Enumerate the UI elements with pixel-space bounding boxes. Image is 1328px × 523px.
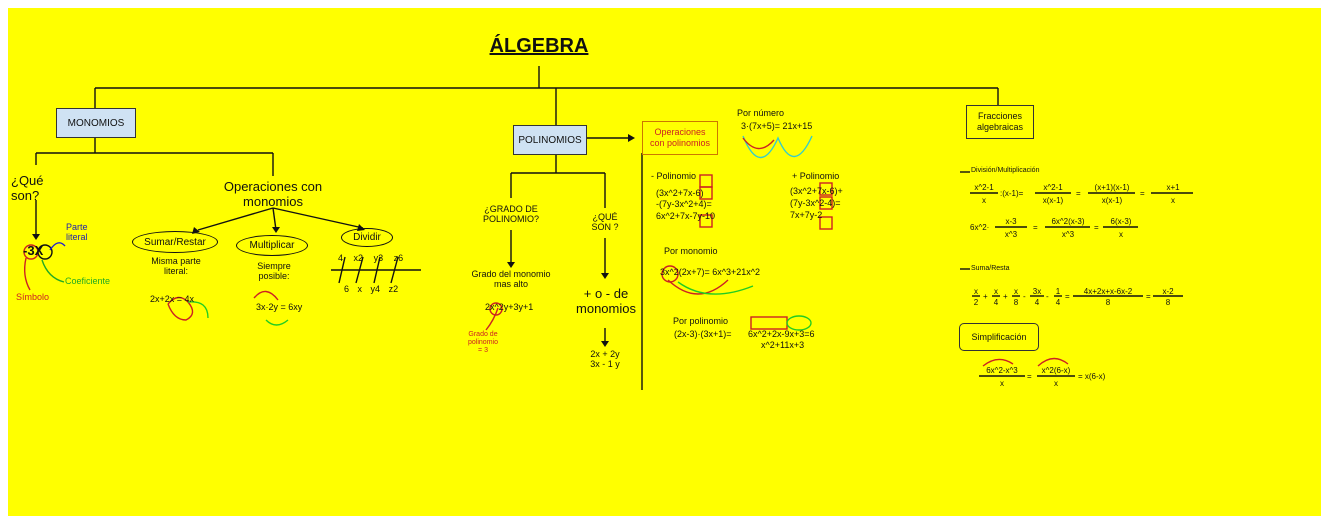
menos-polinomio-label: - Polinomio [651,171,697,181]
dividir-numerators: 4 x2 y3 z6 [338,253,404,263]
frac-s2-n: x [994,287,998,296]
frac-d1-d2: x(x-1) [1042,196,1064,205]
sumar-example: 2x+2x = 4x [150,294,195,304]
frac-d1-n2: x^2-1 [1043,183,1063,192]
frac-s-op: - [1046,292,1049,301]
simplificacion-box: Simplificación [959,323,1039,351]
polinomios-box: POLINOMIOS [513,125,587,155]
frac-d2-n2: 6x^2(x-3) [1051,217,1085,226]
suma-title: Suma/Resta [971,265,1010,272]
coeficiente-label: Coeficiente [65,276,111,286]
simbolo-label: Símbolo [16,292,50,302]
frac-eq: = [1146,292,1151,301]
frac-s1-n: x [974,287,978,296]
frac-s4-d: 4 [1034,298,1040,307]
frac-eq: = [1027,372,1032,381]
frac-d1-mid: :(x-1)= [1000,189,1024,198]
frac-s5-n: 1 [1055,287,1061,296]
frac-d2-d3: x [1119,230,1123,239]
multiplicar-pill: Multiplicar [236,235,308,256]
frac-eq: = [1140,189,1145,198]
main-title: ÁLGEBRA [489,35,589,57]
frac-s5-d: 4 [1055,298,1061,307]
mas-polinomio-label: + Polinomio [792,171,840,181]
por-monomio-label: Por monomio [664,246,718,256]
por-numero-label: Por número [737,108,785,118]
frac-d1-n3: (x+1)(x-1) [1094,183,1130,192]
frac-simp-d2: x [1054,379,1058,388]
frac-d1-n4: x+1 [1166,183,1180,192]
frac-eq: = [1065,292,1070,301]
frac-s-d1: 8 [1105,298,1111,307]
frac-simp-result: = x(6-x) [1078,372,1106,381]
menos-polinomio-example: (3x^2+7x-6)-(7y-3x^2+4)=6x^2+7x-7y-10 [656,188,716,221]
frac-d2-n3: 6(x-3) [1110,217,1132,226]
frac-d1-d1: x [982,196,986,205]
frac-d1-n1: x^2-1 [974,183,994,192]
frac-d2-d1: x^3 [1004,230,1018,239]
frac-d2-pre: 6x^2· [970,223,990,232]
por-polinomio-result-2: x^2+11x+3 [761,340,805,350]
frac-simp-n2: x^2(6-x) [1041,366,1071,375]
frac-s-op: + [1003,292,1008,301]
frac-s-op: + [983,292,988,301]
sumar-restar-pill: Sumar/Restar [132,231,218,253]
multiplicar-example: 3x·2y = 6xy [256,302,303,312]
por-numero-example: 3·(7x+5)= 21x+15 [741,121,813,131]
frac-s-n1: 4x+2x+x-6x-2 [1083,287,1133,296]
frac-d1-d3: x(x-1) [1101,196,1123,205]
frac-d1-d4: x [1171,196,1175,205]
mas-polinomio-example: (3x^2+7x-6)+(7y-3x^2-4)=7x+7y-2 [790,186,843,221]
grado-example: 2x^2y+3y+1 [485,302,534,312]
frac-d2-n1: x-3 [1005,217,1017,226]
por-monomio-example: 3x^2(2x+7)= 6x^3+21x^2 [660,267,760,277]
por-polinomio-example: (2x-3)·(3x+1)= [674,329,732,339]
dividir-pill: Dividir [341,228,393,247]
frac-s4-n: 3x [1032,287,1042,296]
frac-d2-d2: x^3 [1061,230,1075,239]
frac-s-d2: 8 [1165,298,1171,307]
division-title: División/Multiplicación [971,167,1040,174]
frac-s2-d: 4 [993,298,999,307]
monomios-box: MONOMIOS [56,108,136,138]
frac-s1-d: 2 [973,298,979,307]
por-polinomio-result-1: 6x^2+2x-9x+3=6 [748,329,815,339]
frac-s-op: - [1023,292,1026,301]
example-monomial: -3X [23,243,44,258]
connector-lines [23,66,1193,390]
frac-s3-n: x [1014,287,1018,296]
frac-eq: = [1094,223,1099,232]
por-polinomio-label: Por polinomio [673,316,729,326]
dividir-denominators: 6 x y4 z2 [344,284,399,294]
frac-simp-d1: x [1000,379,1004,388]
frac-eq: = [1076,189,1081,198]
frac-eq: = [1033,223,1038,232]
frac-simp-n1: 6x^2-x^3 [986,366,1018,375]
frac-s3-d: 8 [1013,298,1019,307]
frac-s-n2: x-2 [1162,287,1174,296]
